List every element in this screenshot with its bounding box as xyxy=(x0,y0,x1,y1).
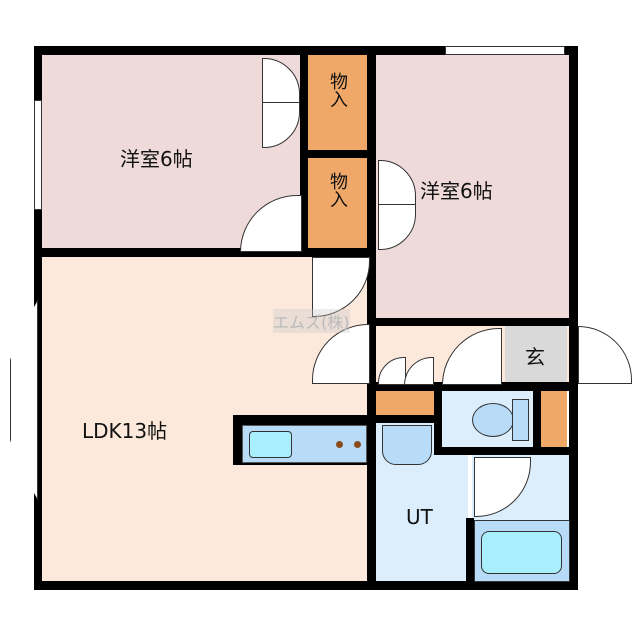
door-swing[interactable] xyxy=(578,326,632,384)
bathtub-basin xyxy=(481,531,562,574)
closet-small-right xyxy=(541,390,567,448)
wall-hall-bottom xyxy=(370,382,578,391)
room-label-closet-top: 物入 xyxy=(327,72,348,108)
room-label-western-right: 洋室6帖 xyxy=(420,179,493,203)
outer-wall-top xyxy=(34,46,578,55)
wall-toilet-bottom xyxy=(434,447,574,455)
door-swing[interactable] xyxy=(240,195,302,252)
wall-bath-left xyxy=(466,518,474,586)
closet-top xyxy=(308,55,370,150)
wall-ldk-top xyxy=(34,248,374,257)
window xyxy=(445,46,565,55)
wall-toilet-right xyxy=(533,385,541,453)
outer-wall-bottom xyxy=(34,581,578,590)
stove-burner-icon xyxy=(354,441,361,448)
room-label-western-left: 洋室6帖 xyxy=(120,147,193,171)
room-label-utility: UT xyxy=(406,505,433,529)
room-label-entrance: 玄 xyxy=(525,345,545,369)
closet-middle xyxy=(308,158,370,250)
window xyxy=(34,100,42,210)
kitchen-sink xyxy=(249,431,292,458)
wall-hall-top xyxy=(370,318,578,326)
bay-window xyxy=(10,300,38,500)
wall-ut-top xyxy=(370,415,440,423)
room-label-closet-middle: 物入 xyxy=(327,172,348,208)
toilet-bowl-icon xyxy=(472,403,514,437)
outer-wall-left xyxy=(34,46,42,590)
closet-small-left xyxy=(376,390,434,416)
toilet-tank-icon xyxy=(512,399,529,441)
entrance-area xyxy=(505,324,567,382)
wall-closet-divider xyxy=(300,150,370,158)
stove-burner-icon xyxy=(336,441,343,448)
washbasin xyxy=(382,425,432,465)
room-label-ldk: LDK13帖 xyxy=(82,419,168,443)
watermark: エムズ(株) xyxy=(273,309,350,333)
